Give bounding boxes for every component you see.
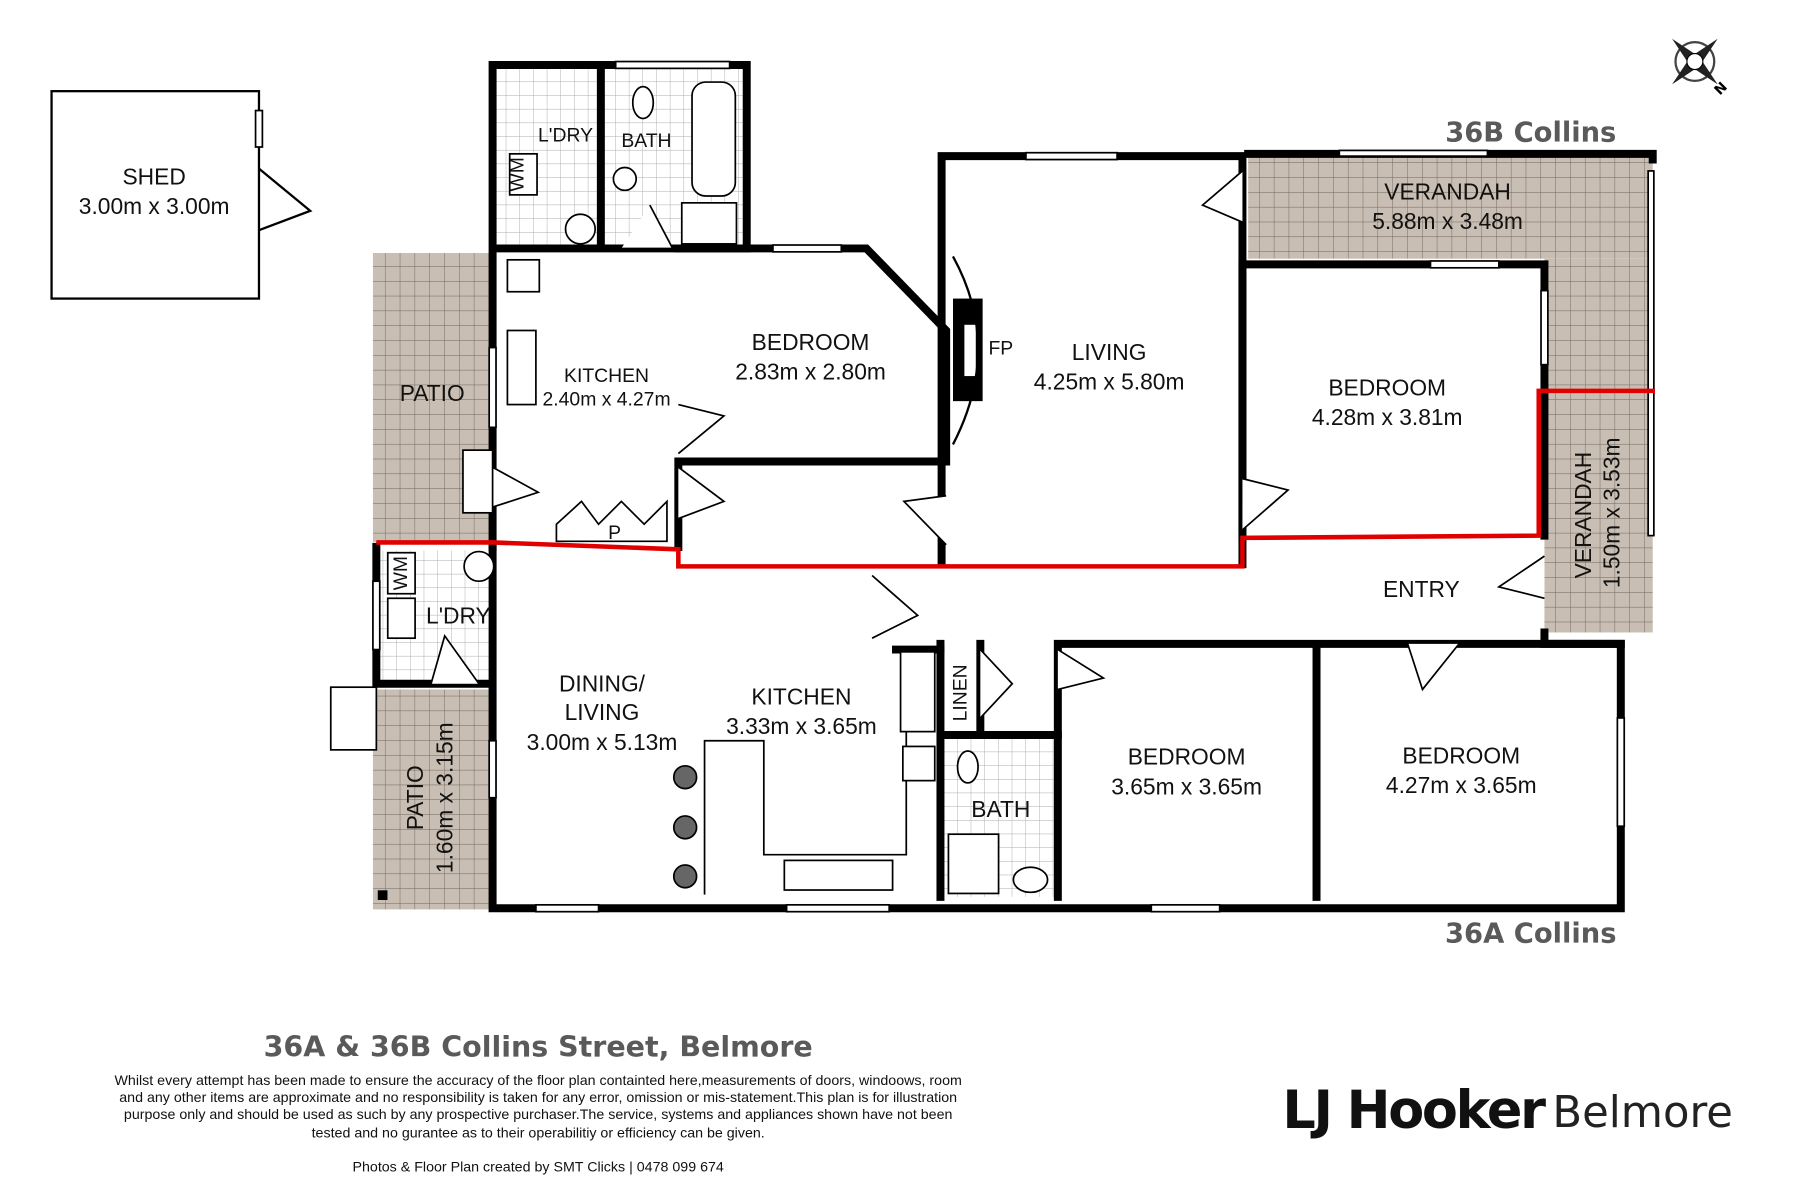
entry-label: ENTRY bbox=[1383, 576, 1460, 602]
bedroom-1-dims: 2.83m x 2.80m bbox=[735, 358, 886, 384]
shed bbox=[50, 90, 313, 300]
living-dims: 4.25m x 5.80m bbox=[1034, 369, 1185, 395]
compass-icon: N bbox=[1672, 38, 1731, 99]
brand-office: Belmore bbox=[1552, 1088, 1733, 1138]
pantry-doors bbox=[555, 499, 668, 543]
basin-icon bbox=[612, 166, 638, 192]
patio-upper-label: PATIO bbox=[400, 380, 465, 406]
disclaimer-line: Whilst every attempt has been made to en… bbox=[114, 1073, 961, 1089]
bedroom-4-label: BEDROOM bbox=[1402, 743, 1520, 769]
patio-lower-floor bbox=[372, 689, 493, 910]
kitchen-lower-dims: 3.33m x 3.65m bbox=[726, 713, 877, 739]
footer: 36A & 36B Collins Street, Belmore Whilst… bbox=[114, 1030, 961, 1175]
linen-label: LINEN bbox=[950, 664, 972, 721]
property-address-title: 36A & 36B Collins Street, Belmore bbox=[264, 1030, 813, 1063]
dining-living-label-2: LIVING bbox=[565, 699, 640, 725]
dining-living-dims: 3.00m x 5.13m bbox=[527, 729, 678, 755]
wm-lower-label: WM bbox=[390, 556, 412, 590]
bedroom-4-dims: 4.27m x 3.65m bbox=[1386, 772, 1537, 798]
kitchen-upper-dims: 2.40m x 4.27m bbox=[543, 389, 671, 411]
disclaimer-line: tested and no gurantee as to their opera… bbox=[312, 1125, 765, 1141]
disclaimer-line: and any other items are approximate and … bbox=[119, 1090, 957, 1106]
disclaimer-line: purpose only and should be used as such … bbox=[124, 1107, 952, 1123]
kitchen-lower-label: KITCHEN bbox=[751, 683, 851, 709]
street-label-bottom: 36A Collins bbox=[1445, 918, 1616, 949]
kitchen-island bbox=[703, 649, 908, 895]
pantry-label: P bbox=[608, 522, 621, 544]
toilet-icon bbox=[631, 85, 655, 120]
credit-line: Photos & Floor Plan created by SMT Click… bbox=[352, 1160, 723, 1176]
bedroom-2-label: BEDROOM bbox=[1328, 374, 1446, 400]
verandah-top-dims: 5.88m x 3.48m bbox=[1372, 208, 1523, 234]
verandah-side-dims: 1.50m x 3.53m bbox=[1599, 437, 1625, 588]
bath-lower-label: BATH bbox=[971, 796, 1030, 822]
wm-box bbox=[508, 152, 538, 196]
patio-step bbox=[462, 449, 494, 514]
verandah-top-floor bbox=[1248, 153, 1653, 259]
brand-logo: LJ Hooker Belmore bbox=[1282, 1080, 1733, 1141]
fixtures bbox=[329, 81, 1049, 900]
living-label: LIVING bbox=[1072, 339, 1147, 365]
room-labels: SHED 3.00m x 3.00m L'DRY BATH WM KITCHEN… bbox=[79, 124, 1625, 873]
dining-living-label-1: DINING/ bbox=[559, 671, 646, 697]
bedroom-2-dims: 4.28m x 3.81m bbox=[1312, 404, 1463, 430]
fireplace-label: FP bbox=[988, 337, 1013, 359]
patio-step-lower bbox=[329, 686, 378, 751]
verandah-side-floor bbox=[1544, 258, 1653, 633]
bathtub-icon bbox=[691, 81, 737, 197]
brand-name: LJ Hooker bbox=[1282, 1080, 1546, 1141]
property-boundary bbox=[376, 388, 1655, 569]
bedroom-3-label: BEDROOM bbox=[1128, 744, 1246, 770]
wm-upper-label: WM bbox=[506, 157, 528, 191]
verandah-top-label: VERANDAH bbox=[1384, 178, 1511, 204]
street-label-top: 36B Collins bbox=[1445, 117, 1616, 148]
cooktop-icon bbox=[506, 258, 541, 293]
shower-icon bbox=[680, 201, 738, 245]
windows bbox=[372, 60, 1655, 913]
floor-waste-icon bbox=[564, 213, 597, 245]
verandah-side-label: VERANDAH bbox=[1570, 452, 1596, 579]
laundry-upper-label: L'DRY bbox=[538, 124, 593, 146]
bedroom-3-dims: 3.65m x 3.65m bbox=[1111, 773, 1262, 799]
bath-upper-label: BATH bbox=[621, 130, 671, 152]
laundry-lower-label: L'DRY bbox=[426, 602, 491, 628]
shed-label: SHED bbox=[122, 164, 185, 190]
bedroom-1-label: BEDROOM bbox=[752, 329, 870, 355]
kitchen-upper-label: KITCHEN bbox=[564, 365, 649, 387]
patio-lower-label: PATIO bbox=[402, 765, 428, 830]
fireplace-icon bbox=[951, 255, 983, 445]
patio-lower-dims: 1.60m x 3.15m bbox=[432, 722, 458, 873]
sink-icon bbox=[506, 329, 537, 406]
shed-dims: 3.00m x 3.00m bbox=[79, 193, 230, 219]
doors bbox=[430, 170, 1545, 719]
